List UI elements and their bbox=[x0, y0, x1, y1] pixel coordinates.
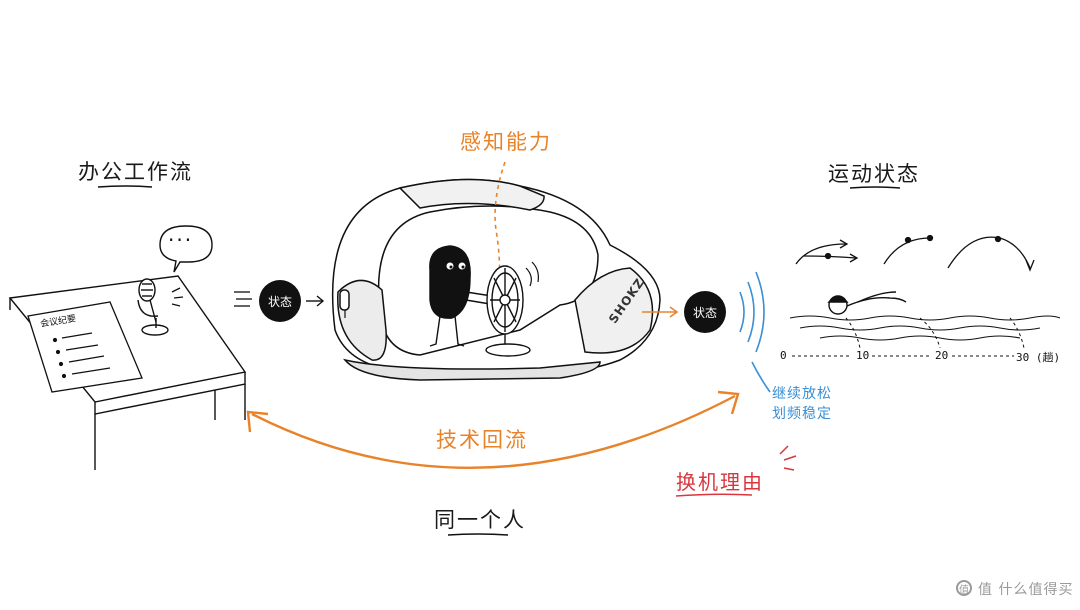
underline-reason bbox=[675, 493, 753, 497]
fan-wheel-icon bbox=[485, 261, 539, 357]
desk-drawing bbox=[8, 275, 247, 470]
arrow-to-headset bbox=[306, 295, 325, 307]
speech-bubble-dots: ··· bbox=[168, 228, 194, 252]
state-badge-right: 状态 bbox=[684, 291, 726, 333]
state-badge-left: 状态 bbox=[259, 280, 301, 322]
relax-note: 继续放松 划频稳定 bbox=[772, 384, 832, 424]
watermark-icon: 值 bbox=[956, 580, 972, 596]
same-person-label: 同一个人 bbox=[434, 508, 526, 532]
lap-tick-20: 20 bbox=[935, 349, 949, 362]
underline-sport bbox=[849, 186, 901, 189]
notes-lines bbox=[52, 332, 111, 379]
motion-lines-left bbox=[234, 291, 252, 307]
underline-office bbox=[97, 185, 153, 188]
swimmer-icon bbox=[827, 291, 907, 315]
sport-state-label: 运动状态 bbox=[828, 162, 920, 186]
tech-backflow-curve bbox=[246, 390, 740, 469]
speech-bubble-icon bbox=[159, 225, 213, 273]
microphone-icon bbox=[137, 278, 169, 336]
arrow-to-state bbox=[642, 306, 679, 318]
sound-wave-icon bbox=[739, 271, 771, 393]
perception-label: 感知能力 bbox=[460, 130, 552, 154]
lap-tick-0: 0 bbox=[780, 349, 787, 362]
lap-guide-lines bbox=[845, 317, 1025, 349]
lap-tick-10: 10 bbox=[856, 349, 870, 362]
water-waves bbox=[789, 315, 1061, 341]
relax-note-line2: 划频稳定 bbox=[772, 406, 832, 422]
tech-backflow-label: 技术回流 bbox=[436, 428, 528, 452]
reason-marks bbox=[779, 445, 797, 471]
switch-reason-label: 换机理由 bbox=[676, 470, 764, 494]
lap-tick-30: 30 (趟) bbox=[1016, 351, 1061, 364]
underline-same-person bbox=[447, 533, 509, 536]
watermark-text: 值 什么值得买 bbox=[978, 582, 1074, 598]
mic-sound-marks bbox=[171, 287, 184, 307]
office-workflow-label: 办公工作流 bbox=[78, 160, 193, 184]
swim-arcs bbox=[795, 234, 1035, 272]
relax-note-line1: 继续放松 bbox=[772, 386, 832, 402]
